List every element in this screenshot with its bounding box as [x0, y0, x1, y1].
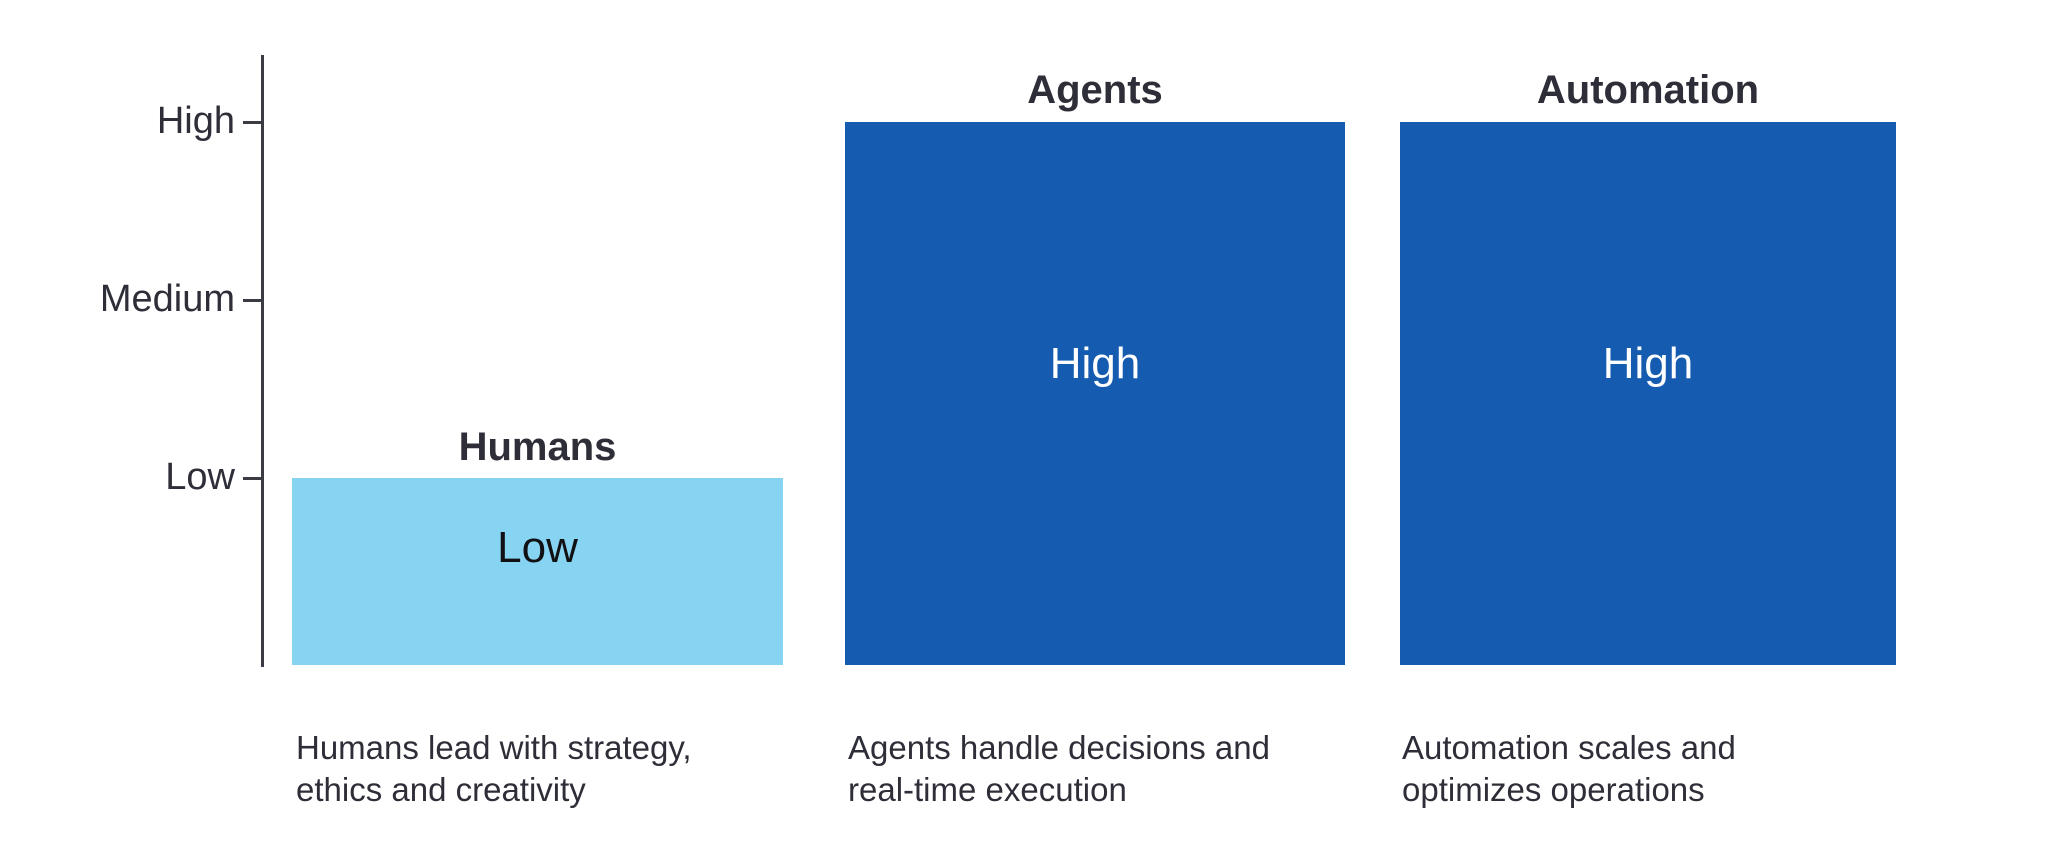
bar-value-automation: High [1602, 339, 1694, 388]
caption-agents: Agents handle decisions and real-time ex… [848, 727, 1368, 811]
caption-humans: Humans lead with strategy, ethics and cr… [296, 727, 816, 811]
caption-automation: Automation scales and optimizes operatio… [1402, 727, 1922, 811]
y-tick-medium [243, 299, 263, 302]
bar-humans[interactable]: Low [292, 478, 783, 665]
bar-title-agents: Agents [1027, 68, 1163, 112]
caption-agents-line2: real-time execution [848, 771, 1127, 809]
bar-title-automation: Automation [1536, 68, 1760, 112]
bar-value-humans: Low [497, 523, 578, 572]
bar-automation[interactable]: High [1400, 122, 1896, 665]
y-tick-low [243, 477, 263, 480]
y-tick-high [243, 121, 263, 124]
caption-humans-line1: Humans lead with strategy, [296, 729, 692, 766]
caption-automation-line1: Automation scales and [1402, 729, 1736, 766]
bar-agents[interactable]: High [845, 122, 1345, 665]
caption-automation-line2: optimizes operations [1402, 771, 1705, 809]
y-axis-label-high: High [156, 100, 235, 142]
y-axis-line [261, 55, 264, 667]
y-axis-label-medium: Medium [99, 278, 235, 320]
bar-title-humans: Humans [458, 425, 617, 469]
caption-agents-line1: Agents handle decisions and [848, 729, 1270, 766]
caption-humans-line2: ethics and creativity [296, 771, 586, 809]
bar-value-agents: High [1049, 339, 1141, 388]
y-axis-label-low: Low [165, 456, 235, 498]
